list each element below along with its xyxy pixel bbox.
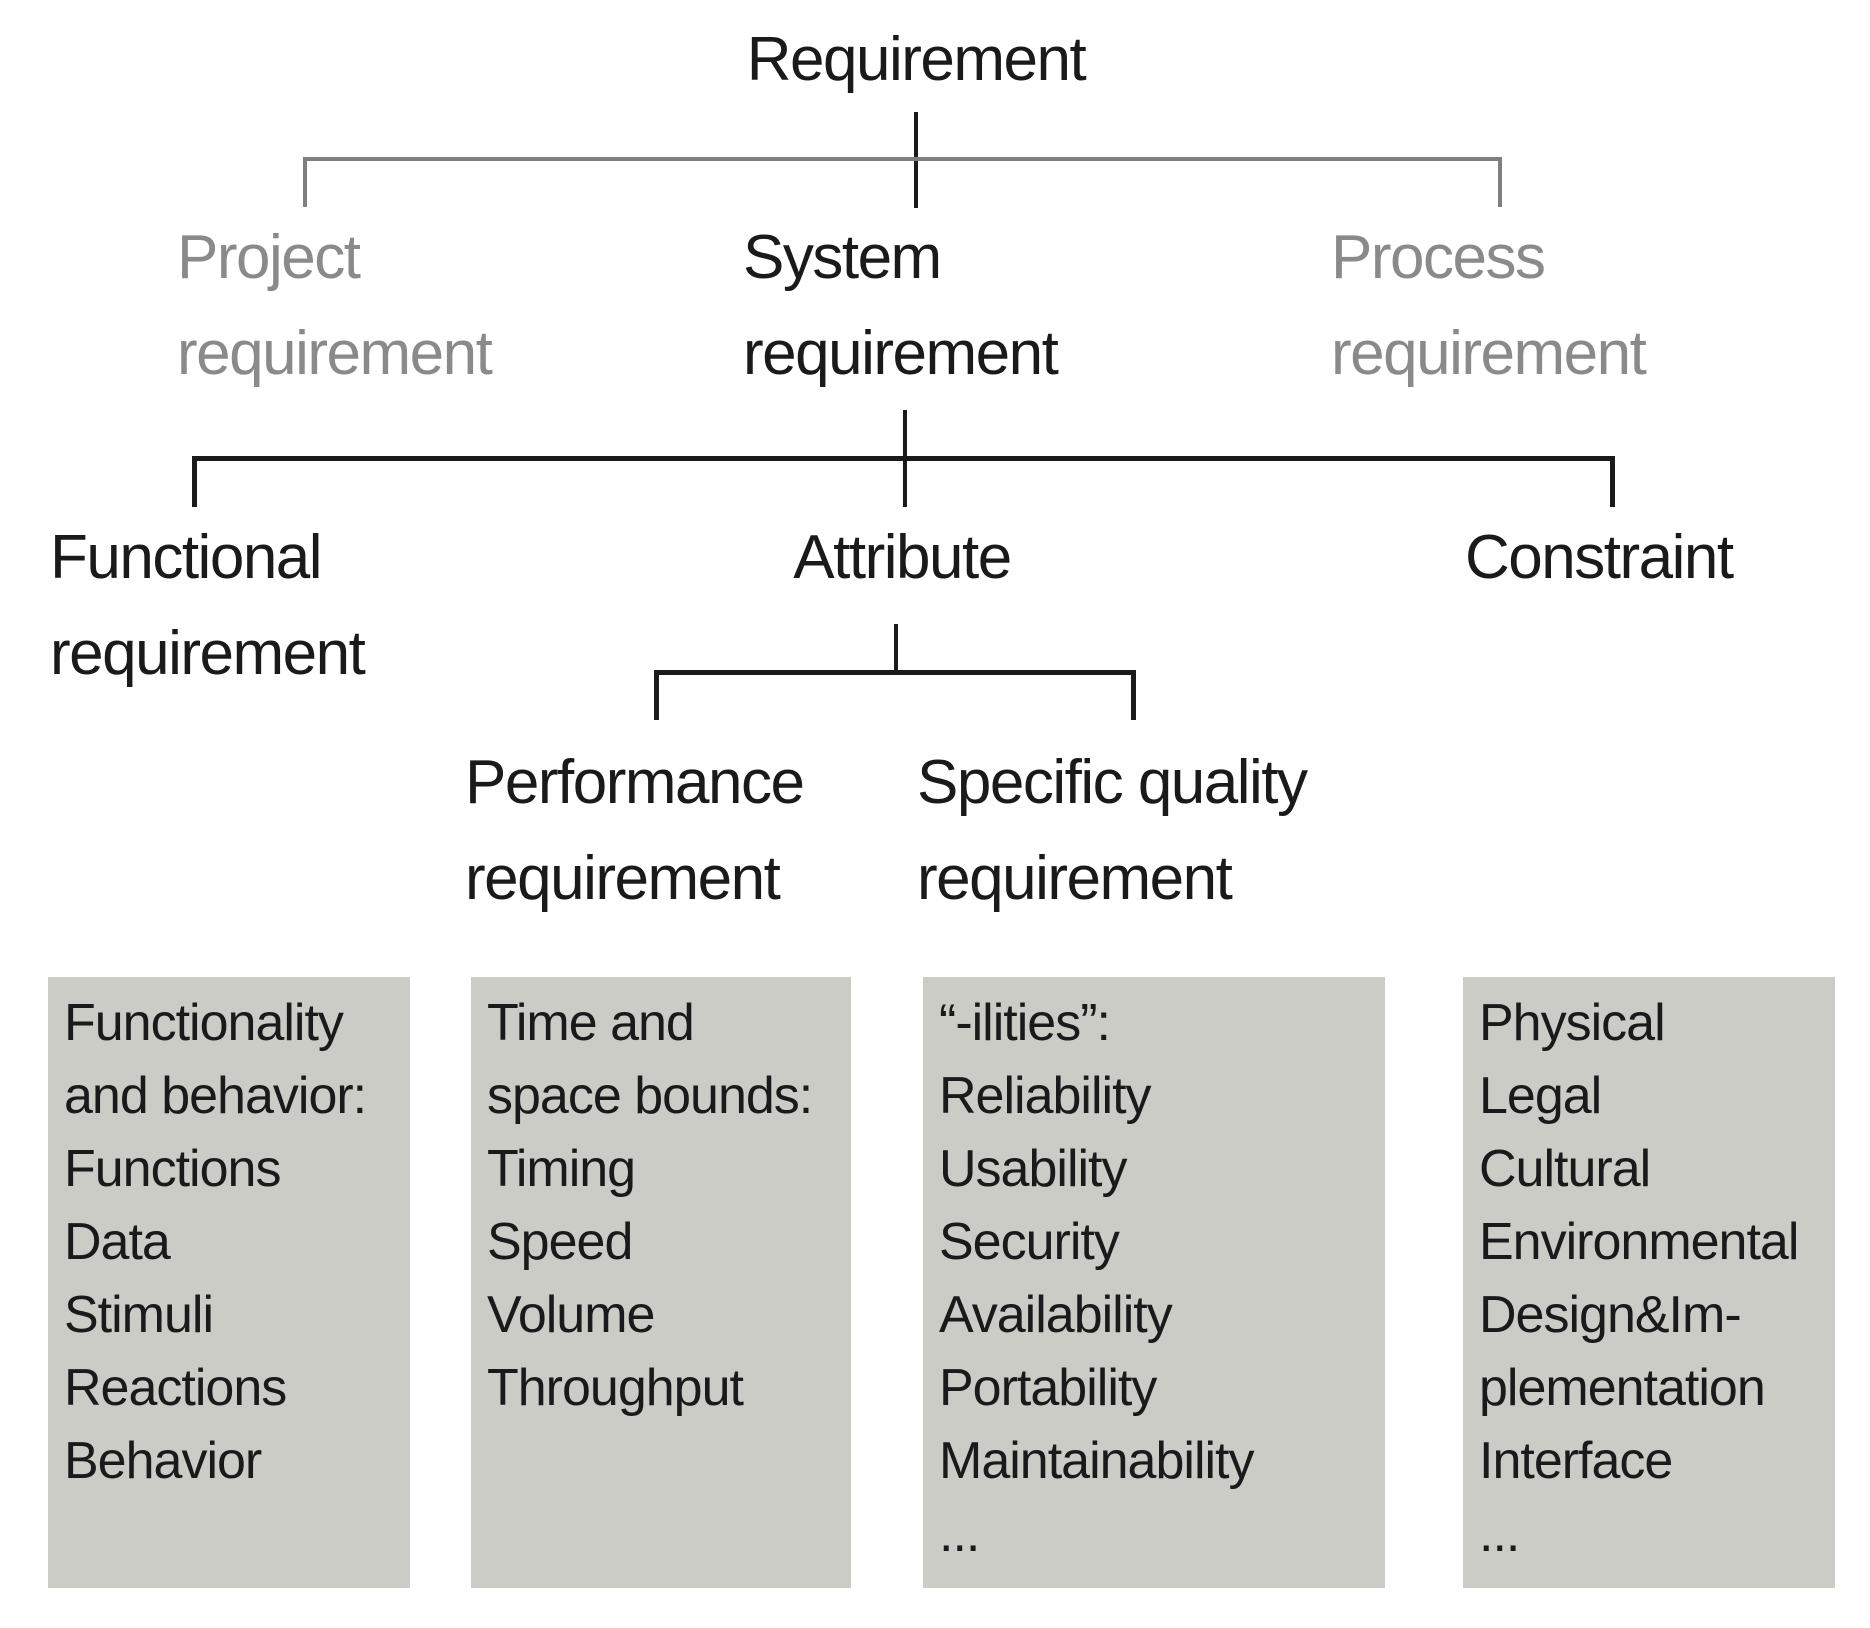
connector-level3-bar [192,456,1615,461]
node-process-requirement: Process requirement [1331,223,1647,388]
connector-level2-tick-left [303,157,307,207]
connector-level3-tick-right [1610,456,1615,507]
node-project-requirement: Project requirement [177,223,493,388]
connector-level4-tick-left [654,670,659,720]
connector-level2-bar [303,157,1502,161]
connector-level3-tick-left [192,456,197,507]
box-quality-examples: “-ilities”: Reliability Usability Securi… [923,977,1385,1588]
box-constraint-examples: Physical Legal Cultural Environmental De… [1463,977,1835,1588]
node-constraint: Constraint [1465,523,1734,592]
connector-attribute-stem [894,624,898,674]
box-functional-examples: Functionality and behavior: Functions Da… [48,977,410,1588]
connector-level4-tick-right [1131,670,1136,720]
node-specific-quality-requirement: Specific quality requirement [917,748,1308,913]
node-functional-requirement: Functional requirement [50,523,366,688]
connector-level4-bar [654,670,1135,675]
node-requirement: Requirement [746,25,1087,94]
connector-level2-tick-right [1498,157,1502,207]
node-system-requirement: System requirement [743,223,1059,388]
box-performance-examples: Time and space bounds: Timing Speed Volu… [471,977,851,1588]
node-performance-requirement: Performance requirement [465,748,805,913]
node-attribute: Attribute [793,523,1012,592]
